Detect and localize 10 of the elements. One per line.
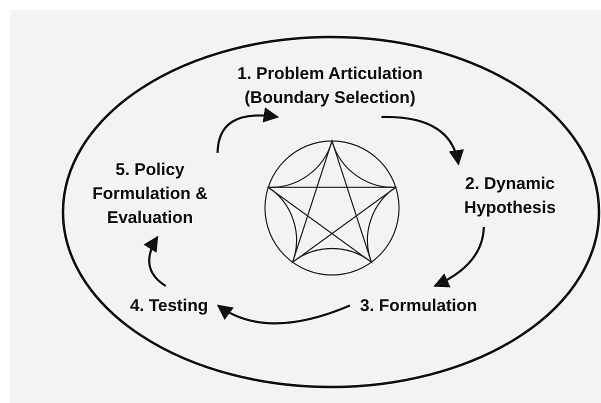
step-label: 1. Problem Articulation (Boundary Selection) [205, 62, 455, 110]
cycle-arrow [433, 226, 485, 287]
cycle-arrow [144, 236, 166, 287]
cycle-arrow [216, 304, 350, 324]
step-label: 4. Testing [130, 294, 250, 318]
step-label: 2. Dynamic Hypothesis [440, 172, 580, 220]
cycle-arrow [216, 108, 280, 153]
cycle-arrow [382, 116, 464, 166]
step-label: 5. Policy Formulation & Evaluation [80, 158, 220, 230]
step-label: 3. Formulation [360, 294, 530, 318]
